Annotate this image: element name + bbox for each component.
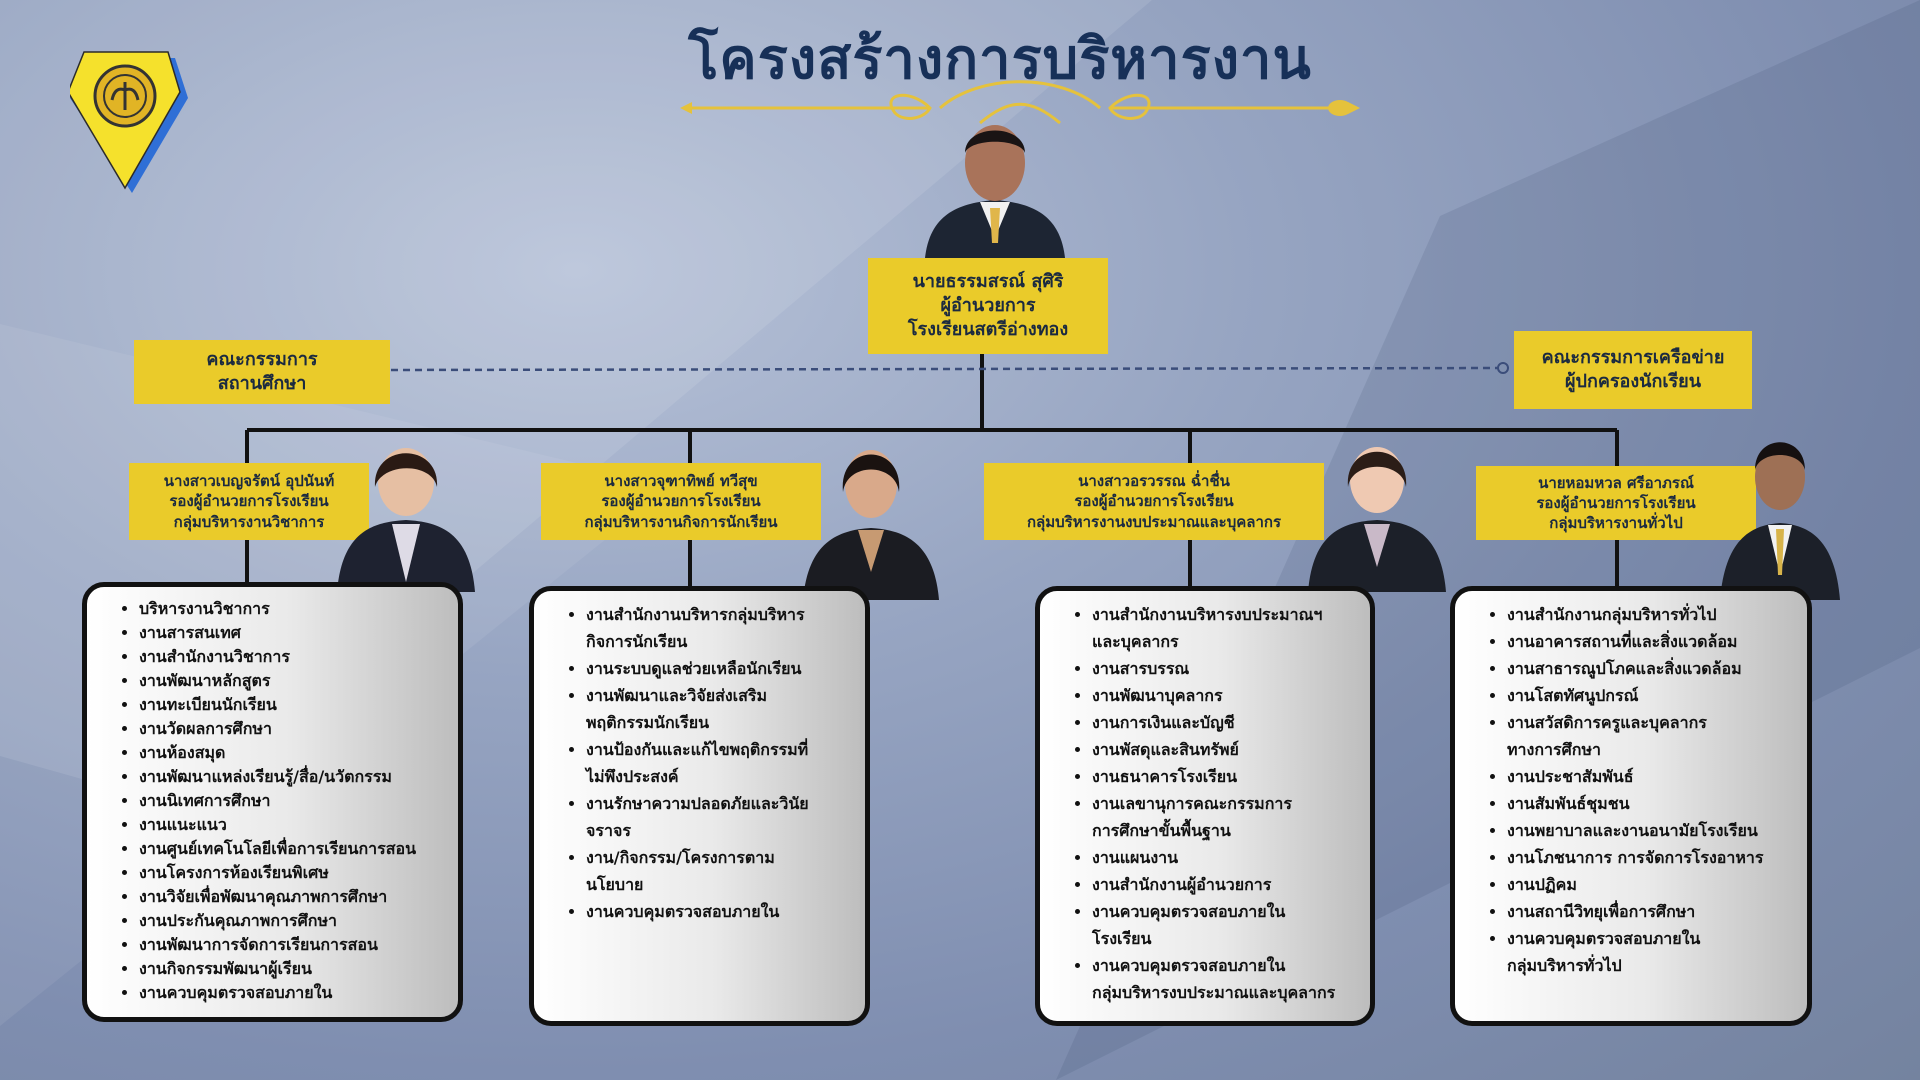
list-item: งานวัดผลการศึกษา xyxy=(139,717,448,741)
list-item: งานพัฒนาและวิจัยส่งเสริม พฤติกรรมนักเรีย… xyxy=(586,682,855,736)
school-logo xyxy=(70,51,188,193)
list-item: งานพัฒนาแหล่งเรียนรู้/สื่อ/นวัตกรรม xyxy=(139,765,448,789)
task-list: งานสำนักงานบริหารกลุ่มบริหาร กิจการนักเร… xyxy=(562,601,855,925)
deputy-photo-general xyxy=(1720,425,1840,600)
director-title: ผู้อำนวยการ xyxy=(940,294,1036,316)
list-item: งานรักษาความปลอดภัยและวินัย จราจร xyxy=(586,790,855,844)
director-photo xyxy=(920,118,1070,258)
list-item: งานสำนักงานผู้อำนวยการ xyxy=(1092,871,1360,898)
list-item: งานควบคุมตรวจสอบภายใน xyxy=(586,898,855,925)
director-name: นายธรรมสรณ์ สุศิริ xyxy=(912,270,1064,292)
list-item: งานสวัสดิการครูและบุคลากร ทางการศึกษา xyxy=(1507,709,1797,763)
list-item: งานกิจกรรมพัฒนาผู้เรียน xyxy=(139,957,448,981)
school-board-box: คณะกรรมการ สถานศึกษา xyxy=(134,340,390,404)
list-item: งานสถานีวิทยุเพื่อการศึกษา xyxy=(1507,898,1797,925)
deputy-photo-academic xyxy=(337,432,475,592)
deputy-box-academic: นางสาวเบญจรัตน์ อุปนันท์ รองผู้อำนวยการโ… xyxy=(129,463,369,540)
deputy-box-student-affairs: นางสาวจุฑาทิพย์ ทวีสุข รองผู้อำนวยการโรง… xyxy=(541,463,821,540)
list-item: งานเลขานุการคณะกรรมการ การศึกษาขั้นพื้นฐ… xyxy=(1092,790,1360,844)
list-item: งานควบคุมตรวจสอบภายใน กลุ่มบริหารงบประมา… xyxy=(1092,952,1360,1006)
list-item: งานโครงการห้องเรียนพิเศษ xyxy=(139,861,448,885)
list-item: งานปฏิคม xyxy=(1507,871,1797,898)
list-item: งาน/กิจกรรม/โครงการตาม นโยบาย xyxy=(586,844,855,898)
list-item: งานห้องสมุด xyxy=(139,741,448,765)
task-list: บริหารงานวิชาการงานสารสนเทศงานสำนักงานวิ… xyxy=(115,597,448,1005)
list-item: งานสารบรรณ xyxy=(1092,655,1360,682)
list-item: งานพัฒนาบุคลากร xyxy=(1092,682,1360,709)
list-item: งานศูนย์เทคโนโลยีเพื่อการเรียนการสอน xyxy=(139,837,448,861)
list-item: งานทะเบียนนักเรียน xyxy=(139,693,448,717)
list-item: งานพัฒนาการจัดการเรียนการสอน xyxy=(139,933,448,957)
deputy-photo-student-affairs xyxy=(803,432,939,600)
task-list-student-affairs: งานสำนักงานบริหารกลุ่มบริหาร กิจการนักเร… xyxy=(529,586,870,1026)
page-title: โครงสร้างการบริหารงาน xyxy=(688,26,1312,92)
list-item: งานพยาบาลและงานอนามัยโรงเรียน xyxy=(1507,817,1797,844)
list-item: งานควบคุมตรวจสอบภายใน กลุ่มบริหารทั่วไป xyxy=(1507,925,1797,979)
deputy-box-budget: นางสาวอรวรรณ ฉ่ำชื่น รองผู้อำนวยการโรงเร… xyxy=(984,463,1324,540)
parent-network-box: คณะกรรมการเครือข่าย ผู้ปกครองนักเรียน xyxy=(1514,331,1752,409)
task-list-academic: บริหารงานวิชาการงานสารสนเทศงานสำนักงานวิ… xyxy=(82,582,463,1022)
list-item: งานโภชนาการ การจัดการโรงอาหาร xyxy=(1507,844,1797,871)
list-item: งานสารสนเทศ xyxy=(139,621,448,645)
list-item: งานสำนักงานกลุ่มบริหารทั่วไป xyxy=(1507,601,1797,628)
list-item: งานประชาสัมพันธ์ xyxy=(1507,763,1797,790)
deputy-photo-budget xyxy=(1308,432,1446,592)
list-item: งานโสตทัศนูปกรณ์ xyxy=(1507,682,1797,709)
list-item: งานควบคุมตรวจสอบภายใน xyxy=(139,981,448,1005)
list-item: งานพัฒนาหลักสูตร xyxy=(139,669,448,693)
title-ornament-icon xyxy=(680,80,1360,125)
director-school: โรงเรียนสตรีอ่างทอง xyxy=(907,319,1069,341)
list-item: งานแนะแนว xyxy=(139,813,448,837)
list-item: งานระบบดูแลช่วยเหลือนักเรียน xyxy=(586,655,855,682)
list-item: งานสำนักงานวิชาการ xyxy=(139,645,448,669)
list-item: งานสาธารณูปโภคและสิ่งแวดล้อม xyxy=(1507,655,1797,682)
list-item: บริหารงานวิชาการ xyxy=(139,597,448,621)
list-item: งานสัมพันธ์ชุมชน xyxy=(1507,790,1797,817)
list-item: งานแผนงาน xyxy=(1092,844,1360,871)
task-list: งานสำนักงานกลุ่มบริหารทั่วไปงานอาคารสถาน… xyxy=(1483,601,1797,979)
task-list-general: งานสำนักงานกลุ่มบริหารทั่วไปงานอาคารสถาน… xyxy=(1450,586,1812,1026)
list-item: งานประกันคุณภาพการศึกษา xyxy=(139,909,448,933)
list-item: งานนิเทศการศึกษา xyxy=(139,789,448,813)
list-item: งานควบคุมตรวจสอบภายใน โรงเรียน xyxy=(1092,898,1360,952)
list-item: งานวิจัยเพื่อพัฒนาคุณภาพการศึกษา xyxy=(139,885,448,909)
list-item: งานสำนักงานบริหารงบประมาณฯ และบุคลากร xyxy=(1092,601,1360,655)
deputy-box-general: นายหอมหวล ศรีอาภรณ์ รองผู้อำนวยการโรงเรี… xyxy=(1476,466,1756,540)
list-item: งานธนาคารโรงเรียน xyxy=(1092,763,1360,790)
list-item: งานพัสดุและสินทรัพย์ xyxy=(1092,736,1360,763)
task-list-budget: งานสำนักงานบริหารงบประมาณฯ และบุคลากรงาน… xyxy=(1035,586,1375,1026)
task-list: งานสำนักงานบริหารงบประมาณฯ และบุคลากรงาน… xyxy=(1068,601,1360,1006)
list-item: งานการเงินและบัญชี xyxy=(1092,709,1360,736)
list-item: งานอาคารสถานที่และสิ่งแวดล้อม xyxy=(1507,628,1797,655)
list-item: งานสำนักงานบริหารกลุ่มบริหาร กิจการนักเร… xyxy=(586,601,855,655)
list-item: งานป้องกันและแก้ไขพฤติกรรมที่ ไม่พึงประส… xyxy=(586,736,855,790)
director-box: นายธรรมสรณ์ สุศิริ ผู้อำนวยการ โรงเรียนส… xyxy=(868,258,1108,354)
